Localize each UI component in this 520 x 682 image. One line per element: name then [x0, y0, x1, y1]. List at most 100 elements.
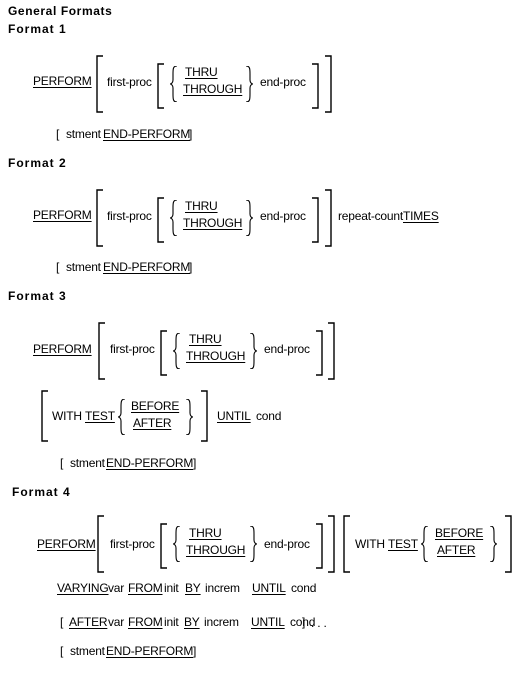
keyword-end-perform: END-PERFORM: [103, 260, 191, 274]
keyword-by: BY: [184, 615, 200, 629]
right-brace: [490, 526, 498, 562]
format-2-heading: Format 2: [8, 156, 67, 170]
right-bracket: [328, 322, 335, 380]
format-1-heading: Format 1: [8, 22, 67, 36]
word-increm: increm: [205, 581, 240, 595]
keyword-before: BEFORE: [435, 526, 484, 540]
word-first-proc: first-proc: [107, 75, 152, 89]
keyword-times: TIMES: [403, 209, 439, 223]
left-bracket: [41, 390, 48, 442]
left-bracket: [97, 515, 104, 573]
keyword-test: TEST: [388, 537, 418, 551]
word-init: init: [164, 581, 179, 595]
left-bracket: [343, 515, 350, 573]
word-var: var: [108, 581, 125, 595]
left-bracket: [98, 322, 105, 380]
format-3-heading: Format 3: [8, 289, 67, 303]
word-end-proc: end-proc: [264, 537, 310, 551]
left-brace: [421, 526, 429, 562]
keyword-perform: PERFORM: [33, 342, 92, 356]
ellipsis: . . .: [311, 616, 327, 630]
keyword-end-perform: END-PERFORM: [103, 127, 191, 141]
keyword-thru: THRU: [185, 199, 218, 213]
word-cond: cond: [291, 581, 317, 595]
keyword-until: UNTIL: [217, 409, 251, 423]
right-bracket: [316, 523, 323, 569]
right-bracket: [201, 390, 208, 442]
keyword-end-perform: END-PERFORM: [106, 456, 194, 470]
left-bracket: [157, 197, 164, 243]
right-brace: [250, 333, 258, 369]
word-cond: cond: [290, 615, 316, 629]
right-brace: [246, 66, 254, 102]
word-stment: stment: [66, 127, 101, 141]
word-repeat-count: repeat-count: [338, 209, 403, 223]
word-first-proc: first-proc: [110, 342, 155, 356]
right-bracket: ]: [193, 456, 197, 470]
word-var: var: [108, 615, 125, 629]
keyword-through: THROUGH: [183, 82, 243, 96]
keyword-thru: THRU: [189, 526, 222, 540]
right-bracket: [505, 515, 512, 573]
keyword-from: FROM: [128, 581, 163, 595]
left-bracket: [160, 523, 167, 569]
keyword-until: UNTIL: [252, 581, 286, 595]
word-cond: cond: [256, 409, 282, 423]
word-end-proc: end-proc: [264, 342, 310, 356]
keyword-until: UNTIL: [251, 615, 285, 629]
right-bracket: ]: [302, 615, 306, 629]
left-bracket: [96, 189, 103, 247]
right-bracket: [312, 63, 319, 109]
left-bracket: [: [60, 644, 64, 658]
keyword-varying: VARYING: [57, 581, 109, 595]
keyword-by: BY: [185, 581, 201, 595]
word-end-proc: end-proc: [260, 75, 306, 89]
left-bracket: [: [60, 615, 64, 629]
left-bracket: [160, 330, 167, 376]
left-bracket: [: [60, 456, 64, 470]
word-end-proc: end-proc: [260, 209, 306, 223]
left-bracket: [: [56, 260, 60, 274]
word-stment: stment: [70, 456, 105, 470]
left-brace: [118, 399, 126, 435]
left-brace: [170, 200, 178, 236]
right-bracket: [325, 189, 332, 247]
right-bracket: ]: [189, 127, 193, 141]
page-title: General Formats: [8, 4, 113, 18]
keyword-with: WITH: [355, 537, 385, 551]
keyword-through: THROUGH: [186, 349, 246, 363]
right-brace: [186, 399, 194, 435]
keyword-perform: PERFORM: [33, 74, 92, 88]
word-stment: stment: [66, 260, 101, 274]
keyword-perform: PERFORM: [33, 208, 92, 222]
left-brace: [170, 66, 178, 102]
word-init: init: [164, 615, 179, 629]
keyword-after: AFTER: [133, 416, 172, 430]
keyword-thru: THRU: [189, 332, 222, 346]
left-brace: [173, 333, 181, 369]
keyword-through: THROUGH: [183, 216, 243, 230]
keyword-end-perform: END-PERFORM: [106, 644, 194, 658]
keyword-through: THROUGH: [186, 543, 246, 557]
right-brace: [250, 526, 258, 562]
right-bracket: [316, 330, 323, 376]
left-brace: [173, 526, 181, 562]
word-increm: increm: [204, 615, 239, 629]
keyword-before: BEFORE: [131, 399, 180, 413]
word-first-proc: first-proc: [110, 537, 155, 551]
left-bracket: [157, 63, 164, 109]
right-brace: [246, 200, 254, 236]
keyword-after: AFTER: [69, 615, 108, 629]
keyword-thru: THRU: [185, 65, 218, 79]
keyword-with: WITH: [52, 409, 82, 423]
right-bracket: [328, 515, 335, 573]
left-bracket: [: [56, 127, 60, 141]
format-4-heading: Format 4: [12, 485, 71, 499]
word-first-proc: first-proc: [107, 209, 152, 223]
word-stment: stment: [70, 644, 105, 658]
right-bracket: [325, 55, 332, 113]
keyword-from: FROM: [128, 615, 163, 629]
right-bracket: ]: [189, 260, 193, 274]
keyword-test: TEST: [85, 409, 115, 423]
right-bracket: [312, 197, 319, 243]
